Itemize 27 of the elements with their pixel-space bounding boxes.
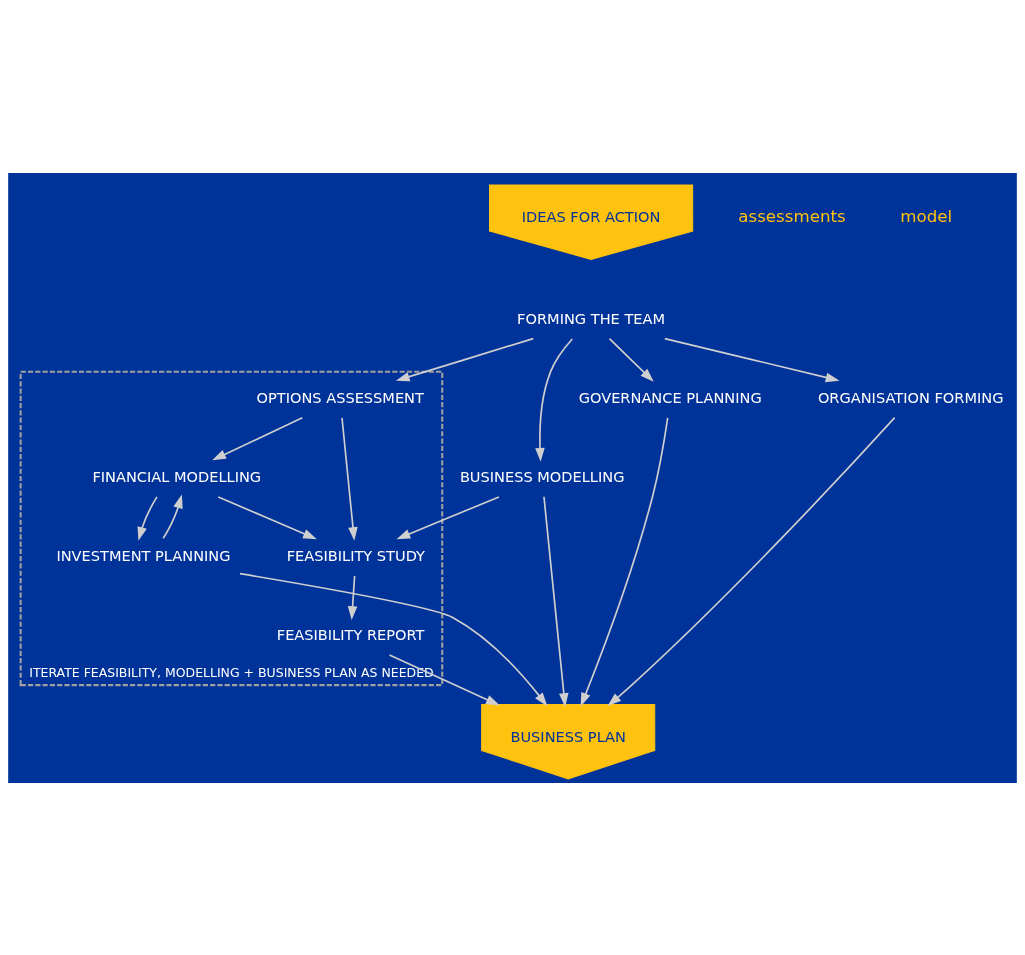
node-text: FINANCIAL MODELLING [92, 467, 262, 485]
arrow [217, 495, 317, 539]
arrow [388, 653, 500, 705]
arrow [607, 416, 896, 706]
arrow [341, 416, 358, 541]
node-text: GOVERNANCE PLANNING [578, 388, 762, 406]
label: assessments [738, 206, 846, 226]
node-text: FEASIBILITY STUDY [286, 546, 425, 564]
node-text: INVESTMENT PLANNING [56, 546, 231, 564]
arrow [347, 574, 358, 620]
arrow [395, 337, 535, 381]
node-text: ORGANISATION FORMING [817, 388, 1004, 406]
node-text: OPTIONS ASSESSMENT [256, 388, 424, 406]
node-text: BUSINESS MODELLING [459, 467, 625, 485]
arrow [663, 337, 840, 382]
arrow [239, 572, 548, 706]
arrow [535, 337, 574, 462]
node-text: FORMING THE TEAM [517, 309, 666, 327]
arrow [162, 493, 183, 539]
node-text: FEASIBILITY REPORT [276, 625, 425, 643]
arrow [543, 495, 569, 707]
label: model [900, 206, 953, 226]
arrow [396, 495, 500, 539]
arrow [137, 495, 158, 541]
arrow [608, 337, 654, 382]
arrow [212, 416, 304, 460]
arrow [580, 416, 669, 707]
